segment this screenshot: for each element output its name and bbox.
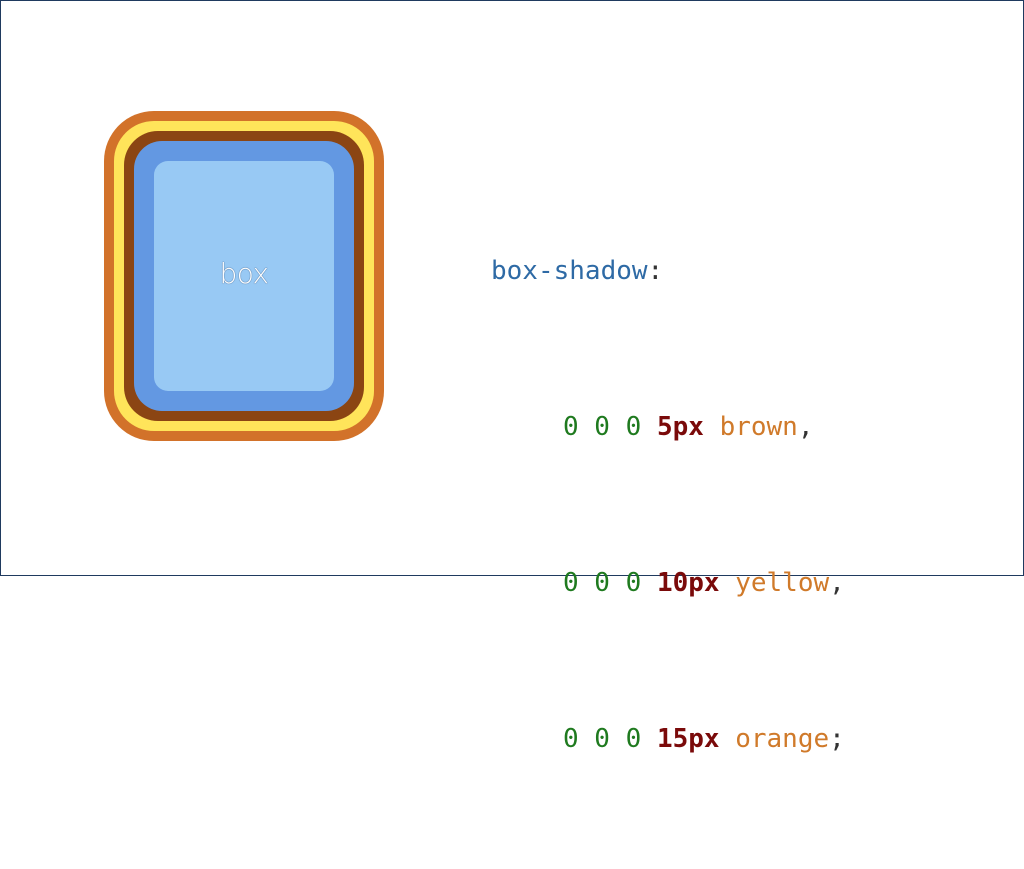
demo-box-content xyxy=(154,161,334,391)
code-block: box-shadow: 0 0 0 5px brown, 0 0 0 10px … xyxy=(491,141,845,869)
shadow-terminator: , xyxy=(797,412,814,442)
code-line-shadow-1: 0 0 0 5px brown, xyxy=(491,401,845,453)
shadow-terminator: , xyxy=(829,568,845,598)
code-line-property: box-shadow: xyxy=(491,245,845,297)
box-label: box xyxy=(219,257,269,290)
code-line-shadow-2: 0 0 0 10px yellow, xyxy=(491,557,845,609)
shadow-offsets: 0 0 0 xyxy=(563,568,642,598)
shadow-offsets: 0 0 0 xyxy=(563,724,642,754)
shadow-offsets: 0 0 0 xyxy=(563,412,642,442)
shadow-spread: 15px xyxy=(656,724,720,754)
shadow-color: orange xyxy=(735,724,830,754)
shadow-spread: 10px xyxy=(656,568,720,598)
shadow-color: yellow xyxy=(735,568,830,598)
shadow-color: brown xyxy=(719,412,798,442)
code-line-shadow-3: 0 0 0 15px orange; xyxy=(491,713,845,765)
shadow-terminator: ; xyxy=(829,724,845,754)
shadow-spread: 5px xyxy=(656,412,704,442)
slide: box box-shadow: 0 0 0 5px brown, 0 0 0 1… xyxy=(0,0,1024,754)
colon: : xyxy=(647,256,664,286)
css-property: box-shadow xyxy=(491,256,648,286)
